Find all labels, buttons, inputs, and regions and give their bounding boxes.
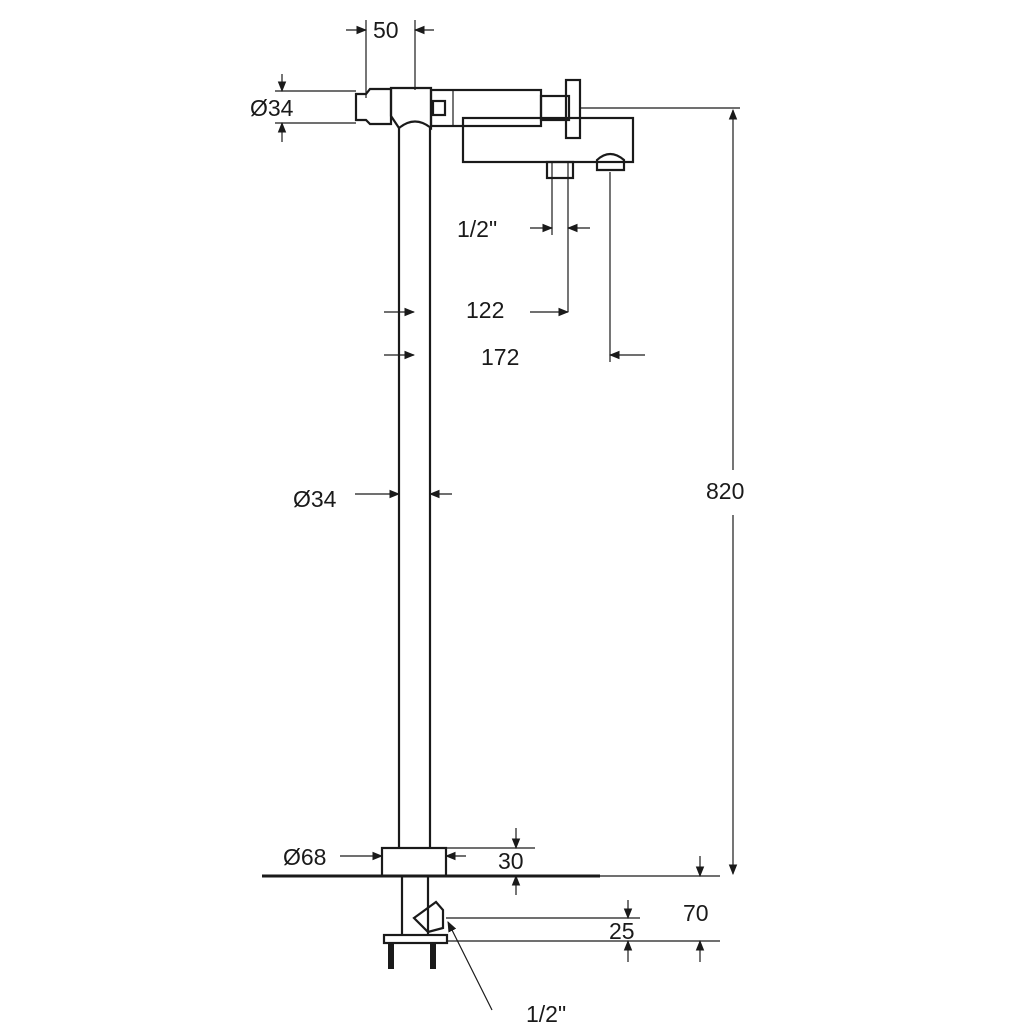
dim-body-offset: 50 [373, 17, 399, 43]
cartridge-detail [431, 99, 447, 117]
dim-handle-diameter: Ø34 [250, 95, 294, 121]
left-knob [354, 87, 393, 126]
dim-inlet-size-top: 1/2" [457, 216, 497, 242]
lower-valve [412, 900, 445, 934]
rod-left [388, 943, 394, 969]
dimension-labels: 50 Ø34 1/2" 122 172 Ø34 820 Ø68 30 70 25… [250, 17, 744, 1024]
dim-below-floor-25: 25 [609, 918, 635, 944]
dim-overall-height: 820 [706, 478, 744, 504]
rod-right [430, 943, 436, 969]
cross-handle [564, 78, 582, 140]
base-flange [380, 846, 448, 878]
spout-inlet [545, 160, 575, 180]
dim-inlet-size-bottom: 1/2" [526, 1001, 566, 1024]
spout-outlet [595, 152, 626, 172]
cartridge-housing [429, 88, 543, 128]
mixer-body [389, 86, 433, 131]
fixing-plate [382, 933, 449, 945]
dim-pipe-diameter: Ø34 [293, 486, 337, 512]
dim-base-diameter: Ø68 [283, 844, 326, 870]
dim-spout-offset-172: 172 [481, 344, 519, 370]
dim-base-height: 30 [498, 848, 524, 874]
faucet-outline [262, 78, 635, 969]
handle-stem [539, 94, 571, 122]
dim-spout-offset-122: 122 [466, 297, 504, 323]
dim-below-floor-70: 70 [683, 900, 709, 926]
dimension-lines [275, 20, 740, 1011]
